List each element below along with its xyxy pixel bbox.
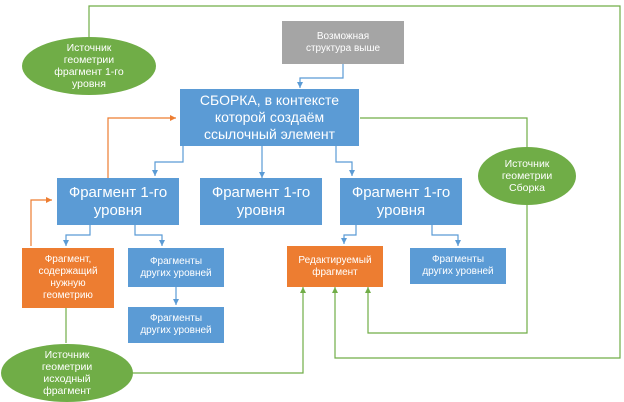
arrow-structure-to-assembly <box>297 64 344 88</box>
fragment-with-needed-geometry: Фрагмент, содержащий нужную геометрию <box>22 248 114 308</box>
link-source-original-to-editable <box>132 287 306 374</box>
arrow-needed-geometry-to-fragment-left <box>30 197 52 246</box>
fragments-other-levels-1: Фрагменты других уровней <box>128 248 224 287</box>
arrow-left-to-other-1 <box>134 225 165 246</box>
arrow-right-to-other-3 <box>431 225 461 246</box>
fragments-other-levels-2: Фрагменты других уровней <box>128 307 224 343</box>
link-assembly-to-source-assembly <box>360 117 528 148</box>
link-source-assembly-to-editable <box>365 205 528 334</box>
fragment-level1-center: Фрагмент 1-го уровня <box>200 178 322 225</box>
fragment-level1-right: Фрагмент 1-го уровня <box>340 178 462 225</box>
source-geometry-original-fragment: Источник геометрии исходный фрагмент <box>1 344 133 402</box>
arrow-fragment-left-to-assembly <box>107 115 176 178</box>
arrow-right-to-editable <box>341 225 357 244</box>
fragment-level1-left: Фрагмент 1-го уровня <box>57 178 179 225</box>
link-source-level1-to-top <box>88 5 621 359</box>
arrow-left-to-needed-geometry <box>63 225 91 246</box>
arrow-assembly-to-fragment-right <box>335 146 355 176</box>
editable-fragment: Редактируемый фрагмент <box>287 246 383 287</box>
possible-structure-above: Возможная структура выше <box>282 21 404 64</box>
assembly-node: СБОРКА, в контексте которой создаём ссыл… <box>180 89 359 146</box>
source-geometry-level1: Источник геометрии фрагмент 1-го уровня <box>22 37 156 95</box>
fragments-other-levels-3: Фрагменты других уровней <box>410 248 506 284</box>
source-geometry-assembly: Источник геометрии Сборка <box>478 147 576 205</box>
arrow-assembly-to-fragment-left <box>152 146 184 176</box>
